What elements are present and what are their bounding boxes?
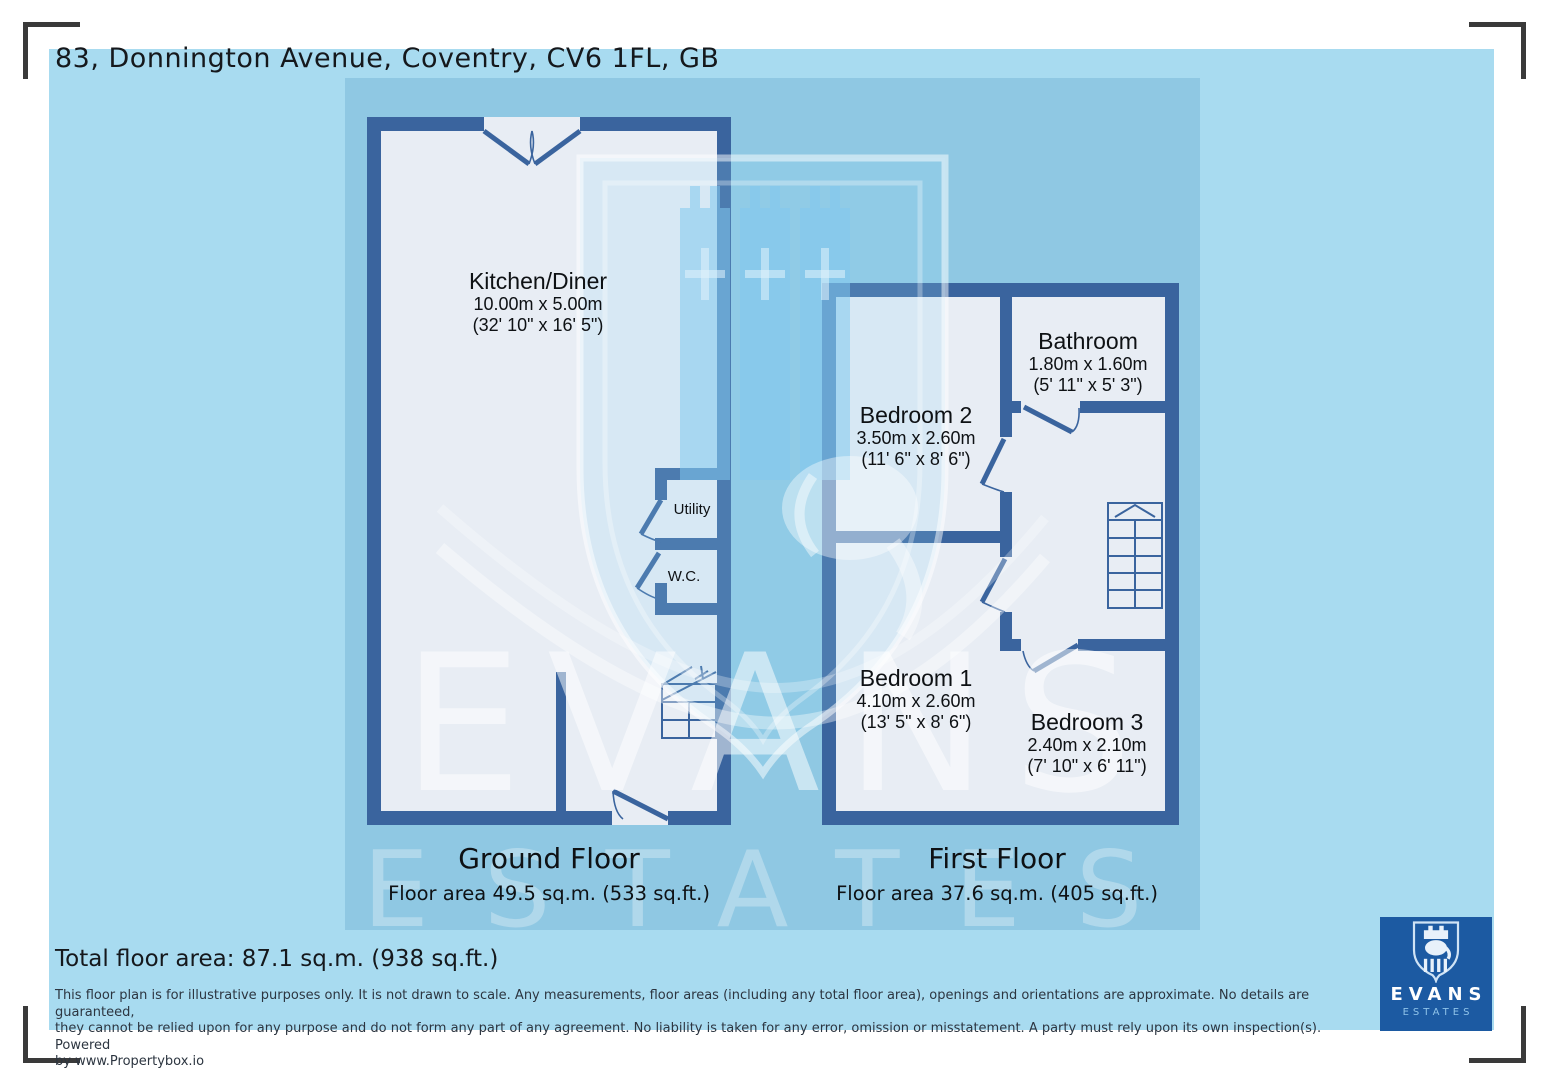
french-door-opening [484,117,580,131]
room-label-bedroom3: Bedroom 3 2.40m x 2.10m (7' 10" x 6' 11"… [967,709,1207,777]
logo-shield-icon [1412,921,1460,983]
french-doors-icon [482,128,582,167]
logo-name-text: EVANS [1390,984,1488,1005]
first-floor-plan [822,283,1179,825]
room-dim-imperial: (13' 5" x 8' 6") [860,712,972,732]
ground-floor-plan [367,117,731,825]
floor-area: Floor area 49.5 sq.m. (533 sq.ft.) [388,882,710,905]
corner-bracket-bottom-left [23,1006,80,1063]
watermark-evans-text: EVANS [402,614,1158,835]
room-name: Bathroom [1038,328,1138,354]
room-label-bedroom2: Bedroom 2 3.50m x 2.60m (11' 6" x 8' 6") [776,402,1056,470]
room-dim-imperial: (7' 10" x 6' 11") [1027,756,1147,776]
room-name: Bedroom 2 [859,402,973,428]
floor-name: Ground Floor [458,842,640,875]
watermark: EVANS ESTATES [363,154,1198,930]
stub-wall [556,672,566,811]
room-dim-metric: 1.80m x 1.60m [1028,354,1148,374]
room-dim-metric: 10.00m x 5.00m [473,294,603,314]
watermark-castle-windows [685,248,845,300]
bedroom1-door-icon [979,557,1008,613]
disclaimer-line: This floor plan is for illustrative purp… [55,988,1310,1020]
page-title: 83, Donnington Avenue, Coventry, CV6 1FL… [55,43,720,74]
room-dim-metric: 3.50m x 2.60m [856,428,976,448]
floorplan-drawing: EVANS ESTATES [363,117,1198,930]
first-floor-stairs-icon [1107,502,1163,609]
logo-sub-text: ESTATES [1402,1007,1474,1018]
room-dim-imperial: (11' 6" x 8' 6") [861,449,971,469]
room-name: Kitchen/Diner [468,268,608,294]
room-label-wc: W.C. [634,568,734,586]
disclaimer-text: This floor plan is for illustrative purp… [55,988,1347,1071]
disclaimer-line: by www.Propertybox.io [55,1054,205,1069]
bedroom3-door-icon [1022,642,1080,674]
room-name: Bedroom 3 [1030,709,1144,735]
utility-door-icon [638,498,664,543]
room-label-bedroom1: Bedroom 1 4.10m x 2.60m (13' 5" x 8' 6") [776,665,1056,733]
wc-door-icon [634,551,662,600]
floor-area: Floor area 37.6 sq.m. (405 sq.ft.) [836,882,1158,905]
watermark-castle-icon [680,186,850,480]
corner-bracket-bottom-right [1469,1006,1526,1063]
corner-bracket-top-left [23,22,80,79]
total-floor-area: Total floor area: 87.1 sq.m. (938 sq.ft.… [55,946,499,972]
room-dim-metric: 2.40m x 2.10m [1027,735,1147,755]
room-name: W.C. [667,568,701,585]
bathroom-door-icon [1022,404,1080,435]
evans-estates-logo: EVANS ESTATES [1380,917,1492,1031]
room-name: Utility [673,501,711,518]
first-floor-caption: First Floor Floor area 37.6 sq.m. (405 s… [817,843,1177,906]
floor-name: First Floor [928,842,1066,875]
room-dim-imperial: (32' 10" x 16' 5") [472,315,604,335]
entrance-door-icon [611,788,670,822]
first-floor-partitions [822,297,1179,651]
ground-floor-caption: Ground Floor Floor area 49.5 sq.m. (533 … [369,843,729,906]
watermark-estates-text: ESTATES [363,829,1198,930]
bedroom2-door-icon [979,437,1007,493]
room-name: Bedroom 1 [859,665,973,691]
room-dim-imperial: (5' 11" x 5' 3") [1033,375,1143,395]
disclaimer-line: they cannot be relied upon for any purpo… [55,1021,1322,1053]
watermark-elephant-icon [782,456,923,641]
room-label-utility: Utility [642,501,742,519]
room-label-bathroom: Bathroom 1.80m x 1.60m (5' 11" x 5' 3") [968,328,1208,396]
corner-bracket-top-right [1469,22,1526,79]
room-dim-metric: 4.10m x 2.60m [856,691,976,711]
room-label-kitchen: Kitchen/Diner 10.00m x 5.00m (32' 10" x … [398,268,678,336]
